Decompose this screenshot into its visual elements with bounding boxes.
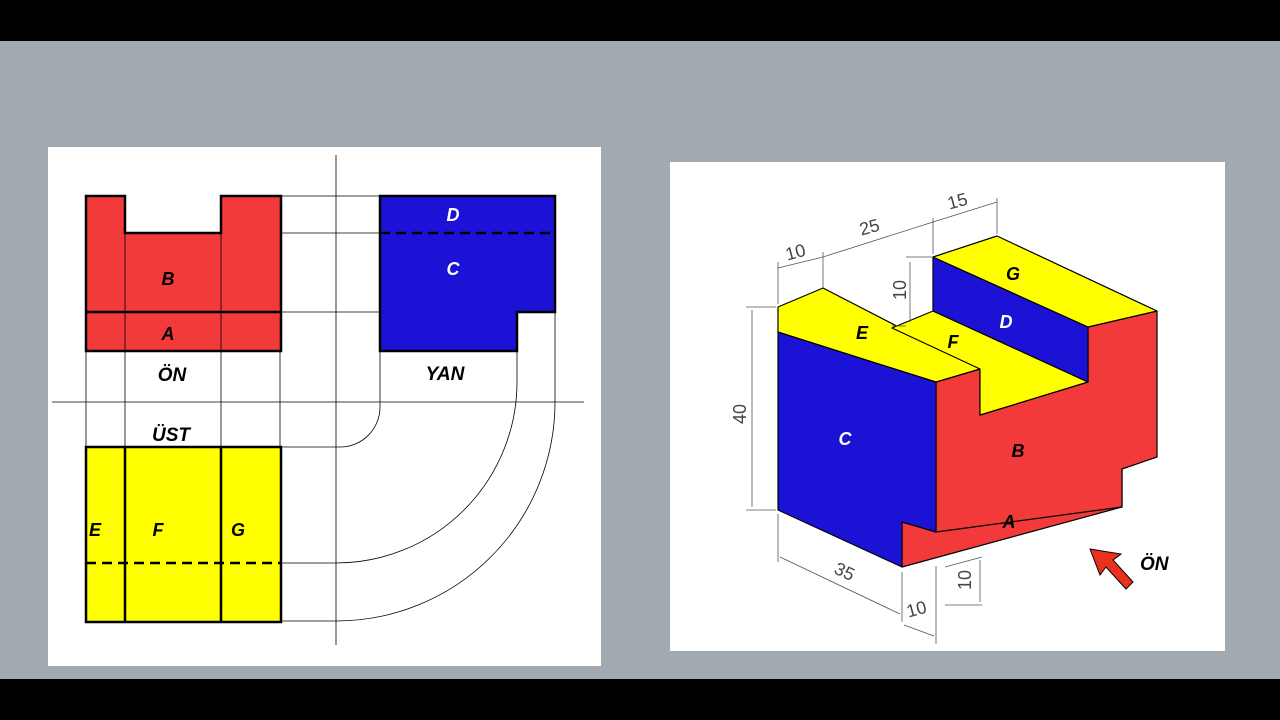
construction-lines bbox=[52, 155, 584, 645]
side-view-title: YAN bbox=[426, 364, 466, 385]
dim-total-height: 40 bbox=[730, 404, 750, 424]
front-direction-arrow-icon bbox=[1089, 548, 1134, 590]
iso-face-b-label: B bbox=[1012, 441, 1025, 461]
dim-width-3: 15 bbox=[945, 189, 970, 214]
iso-face-g-label: G bbox=[1006, 264, 1020, 284]
front-view-outline bbox=[84, 194, 283, 353]
top-face-g-label: G bbox=[231, 520, 245, 540]
background: B A ÖN D C YAN ÜST E F G bbox=[0, 41, 1280, 679]
iso-face-f-label: F bbox=[948, 332, 960, 352]
front-face-a-label: A bbox=[161, 324, 175, 344]
dim-base-height: 10 bbox=[955, 570, 975, 590]
dim-base-depth: 10 bbox=[904, 597, 929, 622]
side-face-d-label: D bbox=[447, 205, 460, 225]
top-view-outline bbox=[84, 445, 283, 624]
top-view: E F G bbox=[84, 445, 283, 624]
top-face-e-label: E bbox=[89, 520, 102, 540]
dimension-lines bbox=[746, 198, 998, 644]
front-view: B A bbox=[84, 194, 283, 353]
side-view-outline bbox=[378, 194, 557, 353]
dim-width-1: 10 bbox=[783, 240, 808, 265]
orthographic-views-panel: B A ÖN D C YAN ÜST E F G bbox=[48, 147, 601, 666]
side-face-c-label: C bbox=[447, 259, 461, 279]
dim-depth: 35 bbox=[831, 558, 858, 585]
front-view-title: ÖN bbox=[158, 365, 188, 386]
isometric-solid bbox=[777, 235, 1158, 568]
dim-step-height: 10 bbox=[890, 280, 910, 300]
iso-face-c-label: C bbox=[839, 429, 853, 449]
orthographic-drawing: B A ÖN D C YAN ÜST E F G bbox=[52, 155, 584, 645]
isometric-view-panel: C E F D G B A bbox=[670, 162, 1225, 651]
iso-face-d-label: D bbox=[1000, 312, 1013, 332]
front-face-b-label: B bbox=[162, 269, 175, 289]
dim-width-2: 25 bbox=[857, 215, 882, 240]
iso-face-a-label: A bbox=[1002, 512, 1016, 532]
top-view-title: ÜST bbox=[152, 425, 191, 446]
iso-face-e-label: E bbox=[856, 323, 869, 343]
front-direction-label: ÖN bbox=[1140, 554, 1170, 575]
top-face-f-label: F bbox=[153, 520, 165, 540]
isometric-drawing: C E F D G B A bbox=[730, 189, 1170, 644]
side-view: D C bbox=[378, 194, 557, 353]
